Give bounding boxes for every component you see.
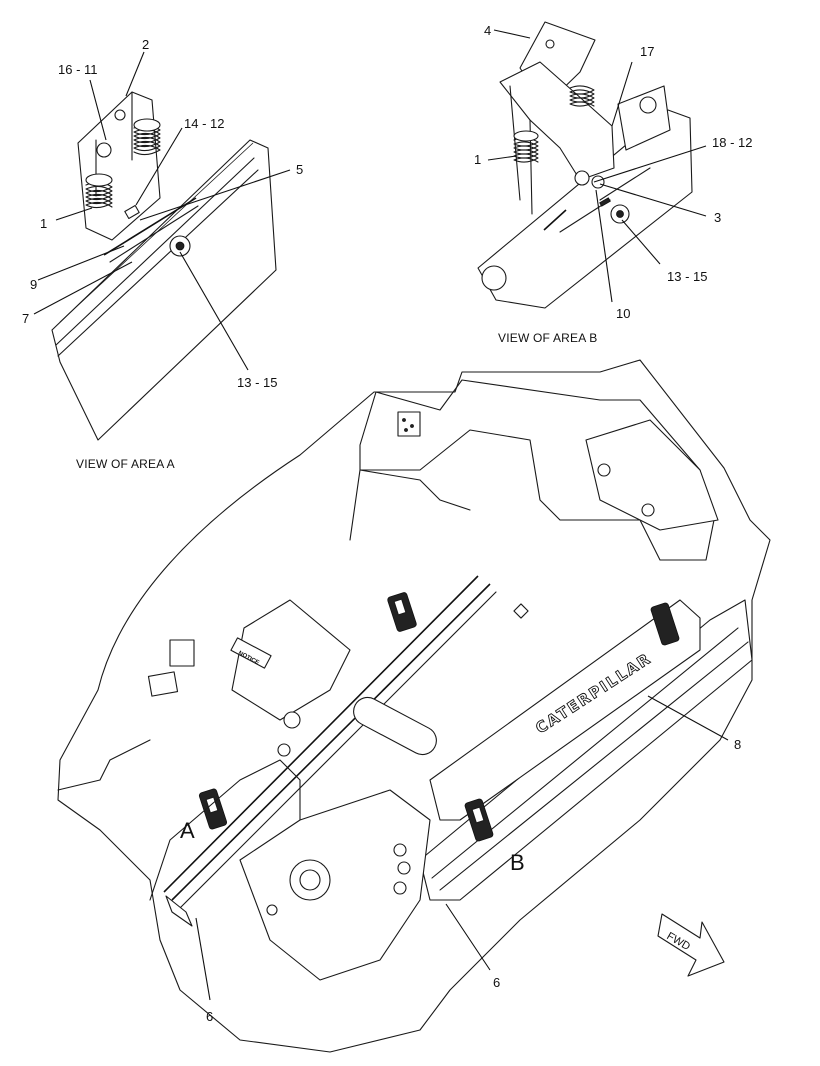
- callout-14-12: 14 - 12: [184, 116, 224, 131]
- detail-view-area-b: [477, 21, 693, 309]
- caption-view-of-area-a: VIEW OF AREA A: [76, 457, 175, 471]
- area-marker-a: A: [180, 818, 195, 843]
- caption-view-of-area-b: VIEW OF AREA B: [498, 331, 598, 345]
- latch-a: [198, 788, 228, 830]
- callout-3: 3: [714, 210, 721, 225]
- callout-9: 9: [30, 277, 37, 292]
- callout-1: 1: [40, 216, 47, 231]
- callout-8: 8: [734, 737, 741, 752]
- area-marker-b: B: [510, 850, 525, 875]
- spring-right: [133, 118, 161, 156]
- callout-16-11: 16 - 11: [58, 62, 98, 77]
- callout-6-right: 6: [493, 975, 500, 990]
- callout-7: 7: [22, 311, 29, 326]
- callout-4: 4: [484, 23, 491, 38]
- spring-left: [85, 173, 113, 209]
- callout-b-1: 1: [474, 152, 481, 167]
- spring-b-left: [513, 130, 539, 163]
- callout-13-15: 13 - 15: [237, 375, 277, 390]
- callout-18-12: 18 - 12: [712, 135, 752, 150]
- area-b-callouts: 4 17 18 - 12 1 3 13 - 15 10 VIEW OF AREA…: [474, 23, 752, 345]
- latch-right: [650, 602, 680, 646]
- main-callouts: 8 6 6 A B: [180, 695, 741, 1024]
- callout-10: 10: [616, 306, 630, 321]
- callout-6-left: 6: [206, 1009, 213, 1024]
- callout-b-13-15: 13 - 15: [667, 269, 707, 284]
- callout-2: 2: [142, 37, 149, 52]
- latch-b: [464, 798, 494, 842]
- latch-upper: [387, 592, 417, 632]
- callout-5: 5: [296, 162, 303, 177]
- spring-b-right: [569, 85, 595, 107]
- forward-direction-arrow: FWD: [657, 913, 725, 977]
- detail-view-area-a: [51, 91, 277, 441]
- area-a-callouts: 16 - 11 2 14 - 12 5 1 9 7 13 - 15 VIEW O…: [22, 37, 303, 471]
- main-machine-view: CATERPILLAR NOTICE: [57, 359, 771, 1053]
- callout-17: 17: [640, 44, 654, 59]
